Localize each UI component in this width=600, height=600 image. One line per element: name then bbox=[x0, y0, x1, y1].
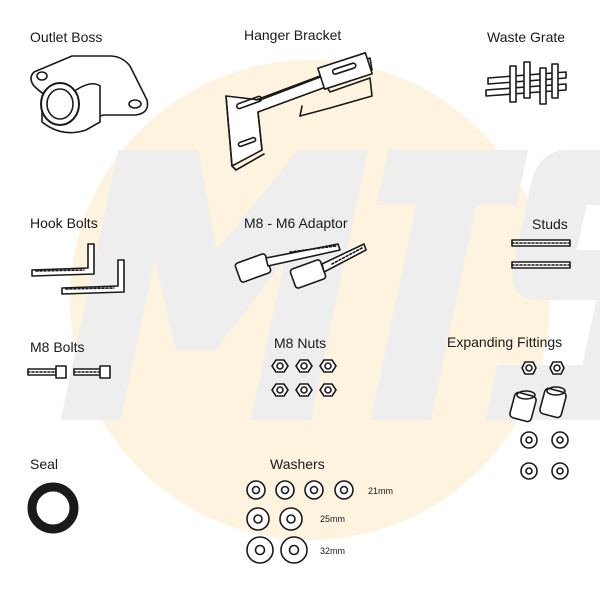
waste-grate-label: Waste Grate bbox=[487, 29, 566, 45]
outlet-boss-label: Outlet Boss bbox=[30, 29, 103, 45]
nut-4 bbox=[271, 383, 289, 397]
washer-21mm-3 bbox=[304, 480, 324, 500]
washer-25mm-1 bbox=[246, 507, 270, 531]
m8-nuts-label: M8 Nuts bbox=[274, 335, 327, 351]
m8-bolts-part bbox=[27, 365, 111, 379]
nut-1 bbox=[271, 359, 289, 373]
washer-size-32mm: 32mm bbox=[320, 546, 346, 556]
washer-32mm-1 bbox=[246, 536, 274, 564]
fitting-washer-2 bbox=[551, 431, 569, 449]
washers-part bbox=[246, 480, 354, 564]
fitting-nut-1 bbox=[521, 361, 537, 375]
washer-size-21mm: 21mm bbox=[368, 486, 394, 496]
nut-3 bbox=[319, 359, 337, 373]
m8-nuts-part bbox=[271, 359, 337, 397]
waste-grate-part bbox=[485, 61, 567, 105]
washer-32mm-2 bbox=[280, 536, 308, 564]
adaptor-part bbox=[234, 243, 367, 289]
fitting-sleeve-1 bbox=[509, 390, 537, 423]
fitting-washer-3 bbox=[520, 462, 538, 480]
washer-21mm-4 bbox=[334, 480, 354, 500]
hanger-bracket-label: Hanger Bracket bbox=[244, 27, 342, 43]
adaptor-label: M8 - M6 Adaptor bbox=[244, 215, 348, 231]
hanger-bracket-part bbox=[225, 52, 373, 171]
fitting-sleeve-2 bbox=[539, 386, 567, 419]
studs-part bbox=[511, 239, 571, 269]
washer-size-25mm: 25mm bbox=[320, 514, 346, 524]
washer-21mm-1 bbox=[246, 480, 266, 500]
seal-part bbox=[27, 482, 79, 534]
hook-bolts-part bbox=[31, 243, 125, 295]
expanding-fittings-label: Expanding Fittings bbox=[447, 334, 563, 350]
outlet-boss-part bbox=[30, 55, 149, 134]
expanding-fittings-part bbox=[509, 361, 569, 480]
seal-label: Seal bbox=[30, 456, 59, 472]
fitting-nut-2 bbox=[549, 361, 565, 375]
washers-label: Washers bbox=[270, 456, 325, 472]
washer-25mm-2 bbox=[279, 507, 303, 531]
nut-5 bbox=[295, 383, 313, 397]
nut-6 bbox=[319, 383, 337, 397]
nut-2 bbox=[295, 359, 313, 373]
washer-21mm-2 bbox=[275, 480, 295, 500]
m8-bolts-label: M8 Bolts bbox=[30, 339, 85, 355]
fitting-washer-1 bbox=[520, 431, 538, 449]
hook-bolts-label: Hook Bolts bbox=[30, 215, 98, 231]
watermark-letters bbox=[60, 150, 600, 420]
studs-label: Studs bbox=[532, 216, 568, 232]
fitting-washer-4 bbox=[551, 462, 569, 480]
